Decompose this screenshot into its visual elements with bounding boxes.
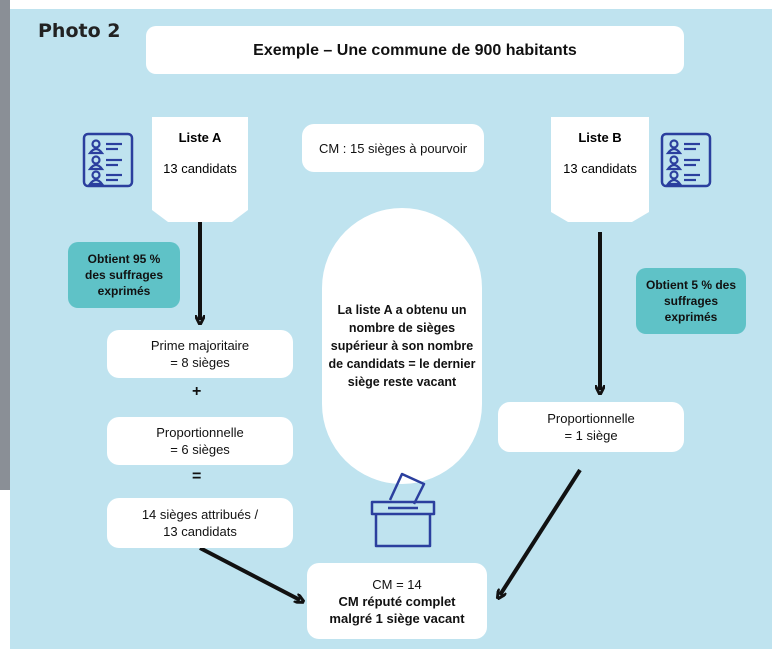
note-line5: siège reste vacant xyxy=(347,375,457,389)
obtained-b-box: Obtient 5 % des suffrages exprimés xyxy=(636,268,746,334)
list-a-candidates: 13 candidats xyxy=(163,161,237,176)
note-line1: La liste A a obtenu un xyxy=(337,303,467,317)
attributed-line2: 13 candidats xyxy=(163,524,237,539)
title-text: Exemple – Une commune de 900 habitants xyxy=(253,41,577,59)
result-line2: CM réputé complet xyxy=(338,593,456,609)
vacant-seat-note: La liste A a obtenu un nombre de sièges … xyxy=(322,208,482,484)
result-box: CM = 14 CM réputé complet malgré 1 siège… xyxy=(307,563,487,639)
attributed-line1: 14 sièges attribués / xyxy=(141,507,259,522)
proportional-a-line2: = 6 sièges xyxy=(170,442,230,457)
photo-label: Photo 2 xyxy=(38,20,121,42)
note-line2: nombre de sièges xyxy=(348,321,456,335)
proportional-a-line1: Proportionnelle xyxy=(156,425,244,440)
list-b-name: Liste B xyxy=(578,130,622,145)
proportional-b-box: Proportionnelle = 1 siège xyxy=(498,402,684,452)
list-b-pennant xyxy=(551,117,649,222)
obtained-b-line2: suffrages xyxy=(663,294,719,308)
attributed-box: 14 sièges attribués / 13 candidats xyxy=(107,498,293,548)
note-line4: de candidats = le dernier xyxy=(328,357,476,371)
prime-box: Prime majoritaire = 8 sièges xyxy=(107,330,293,378)
obtained-b-line1: Obtient 5 % des xyxy=(645,278,737,292)
arrow-attributed-to-result xyxy=(199,546,300,600)
cm-seats-box: CM : 15 sièges à pourvoir xyxy=(302,124,484,172)
obtained-a-box: Obtient 95 % des suffrages exprimés xyxy=(68,242,180,308)
plus-sign: + xyxy=(192,383,202,400)
list-a-pennant xyxy=(152,117,248,222)
obtained-a-line1: Obtient 95 % xyxy=(87,252,161,266)
equals-sign: = xyxy=(192,468,202,485)
prime-line1: Prime majoritaire xyxy=(150,338,250,353)
proportional-b-line2: = 1 siège xyxy=(564,428,618,443)
list-b-candidates: 13 candidats xyxy=(563,161,637,176)
candidate-list-icon xyxy=(660,132,712,188)
proportional-a-box: Proportionnelle = 6 sièges xyxy=(107,417,293,465)
note-line3: supérieur à son nombre xyxy=(330,339,474,353)
arrow-proportional-b-to-result xyxy=(500,468,582,595)
list-a-label: Liste A 13 candidats xyxy=(152,130,248,176)
prime-line2: = 8 sièges xyxy=(170,355,230,370)
title-box: Exemple – Une commune de 900 habitants xyxy=(146,26,684,74)
obtained-a-line2: des suffrages xyxy=(84,268,164,282)
list-a-name: Liste A xyxy=(178,130,222,145)
left-border-strip xyxy=(0,0,10,490)
cm-seats-text: CM : 15 sièges à pourvoir xyxy=(318,140,468,156)
obtained-b-line3: exprimés xyxy=(664,310,718,324)
obtained-a-line3: exprimés xyxy=(97,284,151,298)
proportional-b-line1: Proportionnelle xyxy=(547,411,635,426)
list-b-label: Liste B 13 candidats xyxy=(551,130,649,176)
result-line1: CM = 14 xyxy=(372,576,422,592)
candidate-list-icon xyxy=(82,132,134,188)
ballot-box-icon xyxy=(370,472,436,548)
result-line3: malgré 1 siège vacant xyxy=(329,610,465,626)
